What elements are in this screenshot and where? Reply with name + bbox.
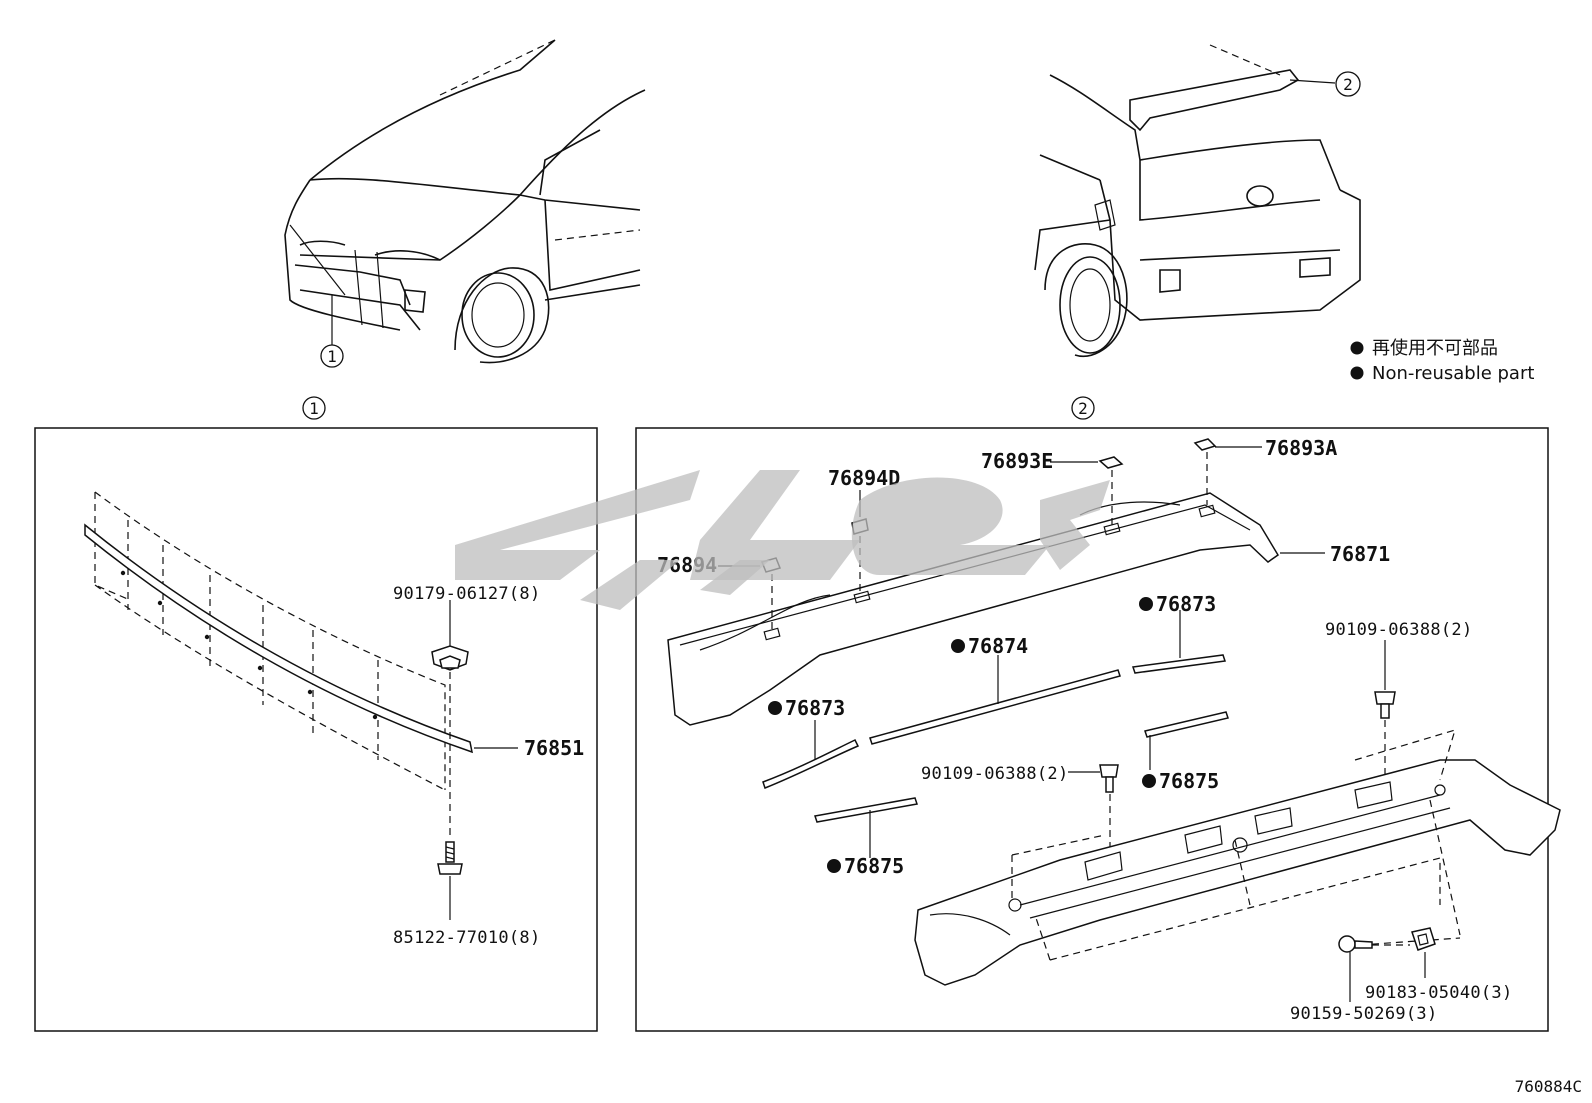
panel2-label: 2 — [1078, 399, 1088, 418]
bolt-90109-06388-mid-icon — [1068, 764, 1119, 860]
screw-90159-50269-icon — [1338, 935, 1410, 1002]
clip-90179-06127-icon — [431, 600, 469, 671]
legend-bullet-icon — [1350, 366, 1364, 380]
front-vehicle-illustration: 1 — [284, 39, 646, 368]
rear-vehicle-illustration: 2 — [1034, 44, 1361, 357]
strip-76873-right-icon — [1132, 610, 1226, 674]
pad-76893E-icon — [1050, 456, 1124, 525]
legend-bullet-icon — [1350, 341, 1364, 355]
strip-76875-right-icon — [1144, 711, 1229, 770]
part-76893A: 76893A — [1265, 436, 1337, 460]
part-76875-right: 76875 — [1159, 769, 1219, 793]
callout-front-label: 1 — [327, 347, 337, 366]
panel1-molding-assembly — [84, 491, 518, 791]
panel1-callout-circle — [302, 396, 326, 420]
legend: 再使用不可部品 Non-reusable part — [1350, 338, 1534, 384]
part-90183-05040: 90183-05040(3) — [1365, 983, 1513, 1003]
screw-85122-77010-icon — [437, 841, 463, 920]
non-reusable-bullet-icon — [951, 639, 965, 653]
part-90109-06388-mid: 90109-06388(2) — [921, 764, 1069, 784]
molding-76851 — [84, 523, 473, 754]
callout-rear-label: 2 — [1343, 75, 1353, 94]
pad-76893A-icon — [1193, 438, 1262, 505]
legend-en: Non-reusable part — [1372, 363, 1534, 384]
panel1-frame — [34, 427, 598, 1032]
non-reusable-bullet-icon — [1142, 774, 1156, 788]
spoiler-upper-76871 — [667, 492, 1325, 726]
part-76875-left: 76875 — [844, 854, 904, 878]
part-76873-left: 76873 — [785, 696, 845, 720]
panel1-label: 1 — [309, 399, 319, 418]
callout-circle-rear — [1335, 71, 1361, 97]
legend-jp: 再使用不可部品 — [1372, 338, 1498, 359]
bolt-90109-06388-right-icon — [1374, 640, 1396, 800]
part-76851: 76851 — [524, 736, 584, 760]
panel2-frame — [635, 427, 1549, 1032]
part-76874: 76874 — [968, 634, 1028, 658]
part-76871: 76871 — [1330, 542, 1390, 566]
strip-76875-left-icon — [814, 797, 918, 858]
part-90159-50269: 90159-50269(3) — [1290, 1004, 1438, 1024]
part-85122-77010: 85122-77010(8) — [393, 928, 541, 948]
spoiler-lower — [914, 729, 1561, 986]
panel2-callout-circle — [1071, 396, 1095, 420]
diagram-id: 760884C — [1515, 1077, 1582, 1096]
non-reusable-bullet-icon — [1139, 597, 1153, 611]
non-reusable-bullet-icon — [768, 701, 782, 715]
part-90109-06388-right: 90109-06388(2) — [1325, 620, 1473, 640]
nut-90183-05040-icon — [1411, 927, 1436, 978]
callout-circle-front — [320, 344, 344, 368]
non-reusable-bullet-icon — [827, 859, 841, 873]
strip-76873-left-icon — [762, 720, 860, 789]
strip-76874-icon — [869, 655, 1121, 745]
part-76873-right: 76873 — [1156, 592, 1216, 616]
watermark-logo — [455, 470, 1110, 610]
part-90179-06127: 90179-06127(8) — [393, 584, 541, 604]
part-76893E: 76893E — [981, 449, 1053, 473]
